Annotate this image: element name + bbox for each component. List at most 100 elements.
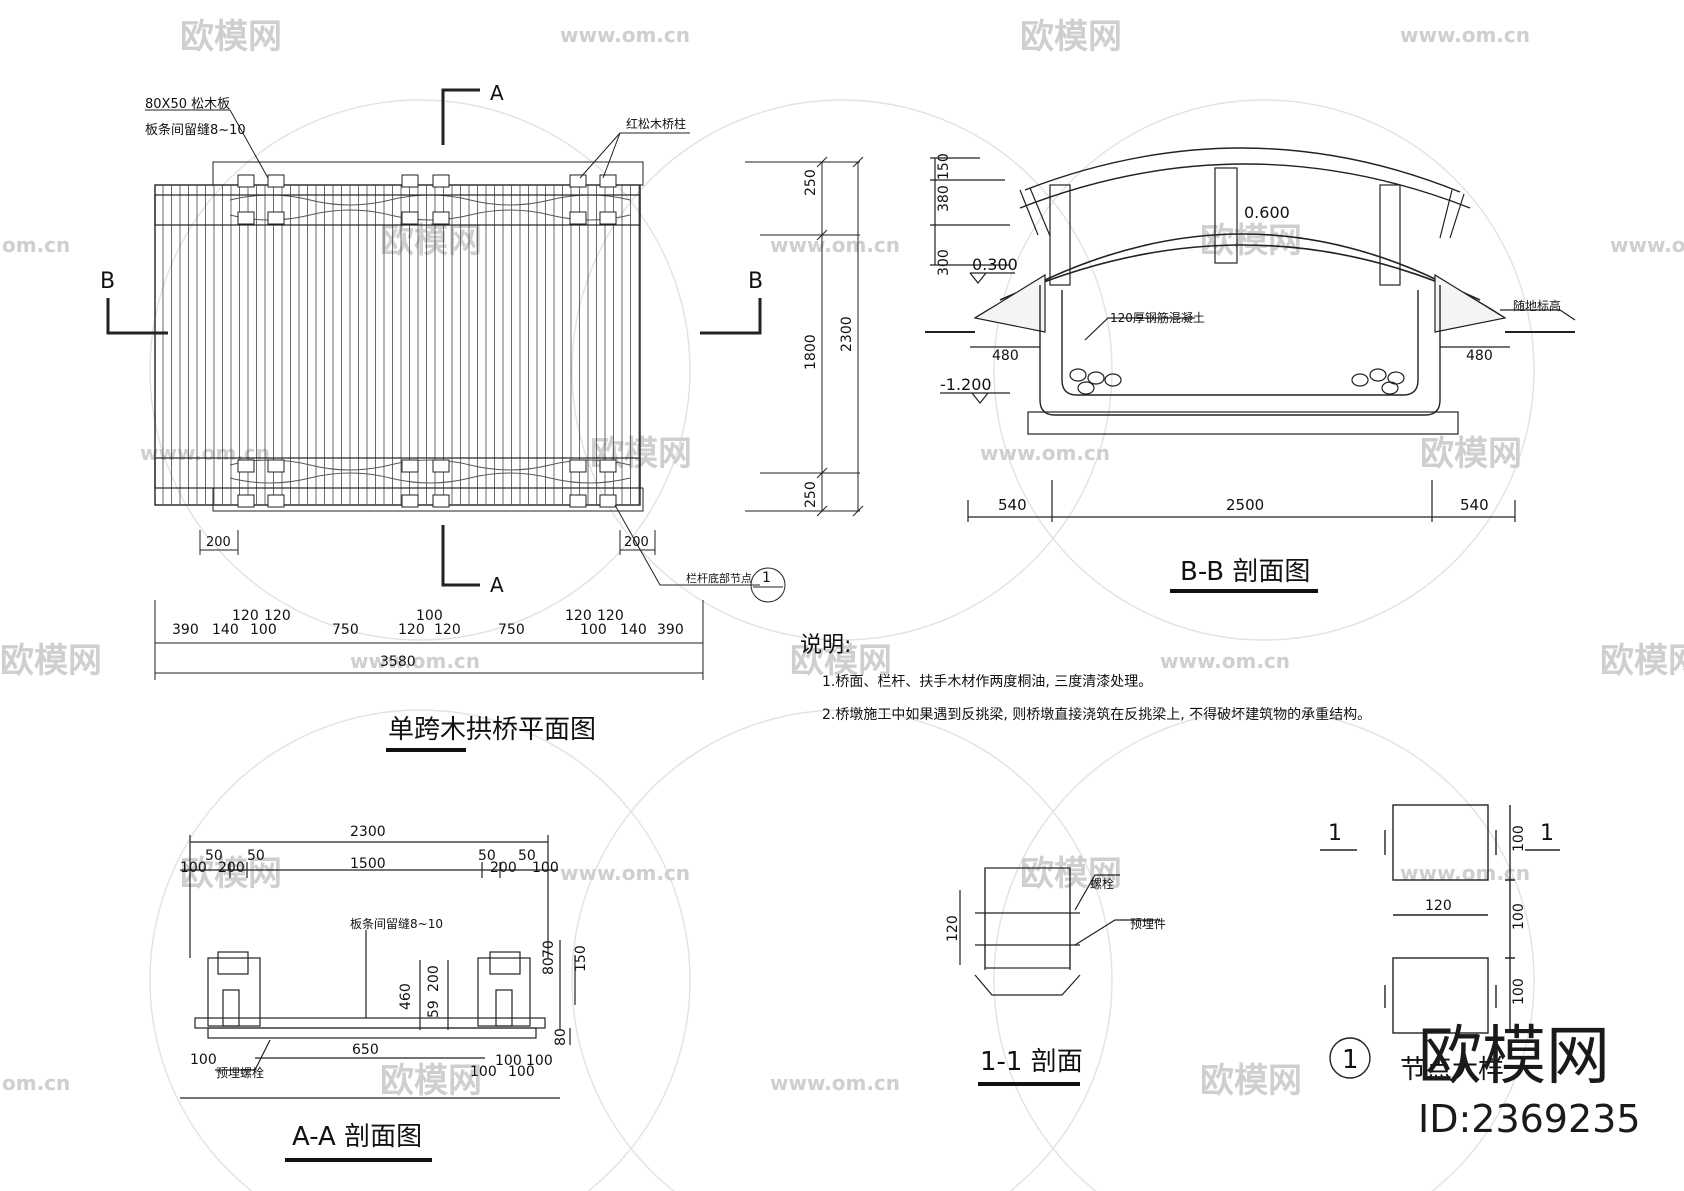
aa-dim-200-1: 200 bbox=[218, 860, 245, 876]
plan-title: 单跨木拱桥平面图 bbox=[388, 715, 596, 745]
svg-text:140: 140 bbox=[620, 622, 647, 638]
watermark-brand: 欧模网 bbox=[0, 641, 102, 681]
watermark-url: www.om.cn bbox=[1610, 233, 1684, 257]
node-title-number: 1 bbox=[1342, 1045, 1359, 1075]
aa-dim-bottom-4: 100 bbox=[526, 1053, 553, 1069]
watermark-brand: 欧模网 bbox=[1020, 854, 1122, 894]
aa-dim-bottom-1: 100 bbox=[470, 1064, 497, 1080]
aa-rail-cap-right bbox=[489, 951, 521, 975]
svg-text:750: 750 bbox=[332, 622, 359, 638]
bb-stones-left bbox=[1069, 368, 1122, 395]
watermark-brand: 欧模网 bbox=[380, 1061, 482, 1101]
node-detail bbox=[1320, 804, 1560, 1079]
bb-dim-2500: 2500 bbox=[1226, 496, 1264, 514]
notes-heading: 说明: bbox=[800, 633, 851, 658]
brand-stamp-id: ID:2369235 bbox=[1418, 1097, 1641, 1141]
s11-leader-bolt bbox=[1074, 874, 1120, 911]
watermark-url: www.om.cn bbox=[1160, 649, 1290, 673]
bb-section bbox=[925, 147, 1576, 522]
svg-text:390: 390 bbox=[657, 622, 684, 638]
bb-dim-150: 150 bbox=[936, 153, 952, 180]
section-mark-a-bottom bbox=[441, 525, 480, 587]
bb-post bbox=[1049, 184, 1071, 286]
watermark-url: www.om.cn bbox=[770, 1071, 900, 1095]
bb-elev-mark bbox=[969, 272, 1015, 284]
aa-dim-100-2: 100 bbox=[532, 860, 559, 876]
bb-elev-mid: 0.300 bbox=[972, 255, 1018, 274]
aa-dim-150: 150 bbox=[573, 945, 589, 972]
section-mark-b-left bbox=[106, 298, 168, 335]
watermark-brand: 欧模网 bbox=[1200, 221, 1302, 261]
bb-elev-top: 0.600 bbox=[1244, 203, 1290, 222]
node-title: 节点大样 bbox=[1400, 1055, 1504, 1085]
section-a-top-label: A bbox=[490, 81, 504, 105]
section-b-right-label: B bbox=[748, 269, 763, 294]
bb-title: B-B 剖面图 bbox=[1180, 557, 1310, 587]
svg-text:120: 120 bbox=[398, 622, 425, 638]
aa-dim-70: 70 bbox=[541, 940, 557, 958]
section-mark-b-right bbox=[700, 298, 762, 335]
watermark-url: om.cn bbox=[2, 1071, 70, 1095]
plan-texts: 80X50 松木板 板条间留缝8~10 红松木桥柱 栏杆底部节点 1 A A B… bbox=[100, 81, 855, 752]
notes-item-2: 2.桥墩施工中如果遇到反挑梁, 则桥墩直接浇筑在反挑梁上, 不得破坏建筑物的承重… bbox=[822, 706, 1371, 723]
watermark-brand: 欧模网 bbox=[1200, 1061, 1302, 1101]
bb-dim-480-left: 480 bbox=[992, 348, 1019, 364]
aa-rail-cap-left bbox=[217, 951, 249, 975]
aa-dim-50-1: 50 bbox=[205, 848, 223, 864]
bb-dims-bottom bbox=[967, 480, 1516, 522]
notes-item-1: 1.桥面、栏杆、扶手木材作两度桐油, 三度清漆处理。 bbox=[822, 674, 1152, 690]
plan-dims-bottom: 390 140 120 120 100 750 120 100 120 750 … bbox=[172, 608, 684, 670]
plan-dim-total: 3580 bbox=[380, 654, 416, 670]
watermark-brand: 欧模网 bbox=[790, 641, 892, 681]
plan-label-post: 红松木桥柱 bbox=[626, 116, 686, 131]
node-title-circle bbox=[1329, 1037, 1371, 1079]
plan-dim-right-250-bottom: 250 bbox=[803, 481, 819, 508]
bb-ramp-right bbox=[1434, 273, 1507, 333]
section-mark-a-top bbox=[441, 88, 480, 145]
s11-dim-120: 120 bbox=[945, 915, 961, 942]
watermark-brand: 欧模网 bbox=[1420, 434, 1522, 474]
svg-text:120: 120 bbox=[434, 622, 461, 638]
bb-dim-380: 380 bbox=[936, 185, 952, 212]
aa-dim-650: 650 bbox=[352, 1042, 379, 1058]
brand-stamp-name: 欧模网 bbox=[1418, 1020, 1610, 1094]
bb-elev-mark bbox=[940, 392, 1010, 404]
section-b-left-label: B bbox=[100, 269, 115, 294]
plan-dim-right bbox=[745, 161, 860, 512]
s11-leader-embed bbox=[1074, 919, 1160, 946]
plan-dim-right-250-top: 250 bbox=[803, 169, 819, 196]
plan-dim-200-left: 200 bbox=[206, 535, 231, 550]
node-dim-100-b: 100 bbox=[1511, 903, 1527, 930]
bb-footing bbox=[1027, 411, 1459, 435]
bb-elev-low: -1.200 bbox=[940, 375, 992, 394]
node-mark-left: 1 bbox=[1328, 821, 1342, 846]
node-lower-block bbox=[1392, 957, 1489, 1034]
plan-dim-200-right: 200 bbox=[624, 535, 649, 550]
aa-rail-left bbox=[207, 957, 261, 1027]
aa-dim-80-bottom: 80 bbox=[553, 1028, 569, 1046]
node-callout-number: 1 bbox=[762, 570, 771, 586]
bb-handrail bbox=[1019, 147, 1471, 209]
bb-handrail-end-left bbox=[1019, 187, 1051, 237]
node-mark-right: 1 bbox=[1540, 821, 1554, 846]
plan-leader-post bbox=[579, 132, 690, 179]
plan-dim-right-1800: 1800 bbox=[803, 334, 819, 370]
aa-label-bolt: 预埋螺栓 bbox=[216, 1065, 264, 1080]
watermark-url: www.om.cn bbox=[560, 861, 690, 885]
svg-text:100: 100 bbox=[250, 622, 277, 638]
plan-dims-right: 250 1800 250 2300 bbox=[803, 169, 855, 508]
watermark-url: www.om.cn bbox=[350, 649, 480, 673]
aa-dim-50-2: 50 bbox=[247, 848, 265, 864]
plan-posts bbox=[237, 174, 617, 508]
watermark-url: www.om.cn bbox=[980, 441, 1110, 465]
aa-post-slot-right bbox=[495, 989, 513, 1027]
watermark-url: www.om.cn bbox=[1400, 23, 1530, 47]
node-upper-block bbox=[1392, 804, 1489, 881]
aa-dim-50-4: 50 bbox=[518, 848, 536, 864]
bb-dim-540-right: 540 bbox=[1460, 496, 1489, 514]
aa-dim-460: 460 bbox=[398, 983, 414, 1010]
plan-view bbox=[106, 88, 864, 680]
watermark-brand: 欧模网 bbox=[180, 17, 282, 57]
aa-label-gap: 板条间留缝8~10 bbox=[350, 916, 443, 931]
